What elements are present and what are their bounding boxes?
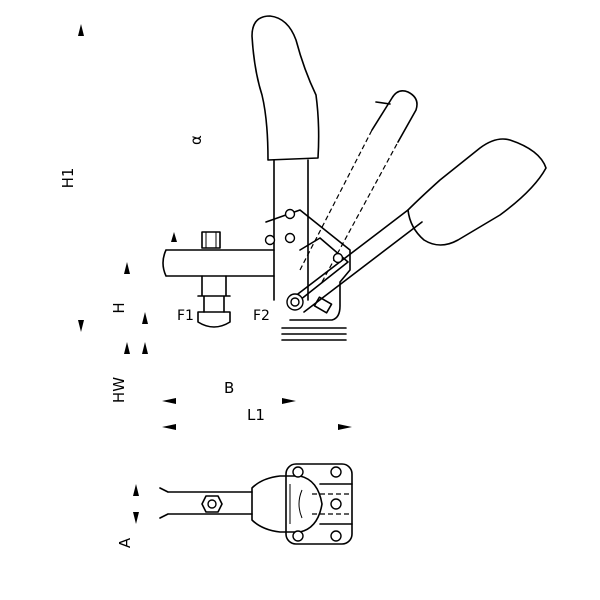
spindle-pad xyxy=(197,311,231,328)
body-link xyxy=(299,237,349,301)
body-tab xyxy=(313,296,333,314)
label-f2: F2 xyxy=(253,308,270,324)
top-mount-hole-1 xyxy=(292,466,304,478)
arm-nut xyxy=(201,231,221,249)
marker-arm-top xyxy=(171,232,177,242)
top-view xyxy=(159,463,353,545)
clamp-body xyxy=(265,209,351,321)
top-body xyxy=(251,475,323,533)
spindle xyxy=(197,275,231,313)
pivot-hole-4 xyxy=(264,234,276,246)
label-b: B xyxy=(224,379,234,397)
dimension-arrows xyxy=(78,24,352,524)
top-hex-nut xyxy=(201,495,223,513)
top-base-plate xyxy=(285,463,353,545)
clamp-arm xyxy=(162,249,275,277)
handle-grip-vertical[interactable] xyxy=(251,15,320,161)
label-hw: HW xyxy=(110,377,128,403)
top-mount-hole-4 xyxy=(330,530,342,542)
base-plate xyxy=(281,327,347,341)
handle-grip-angled[interactable] xyxy=(407,138,547,246)
label-l1: L1 xyxy=(247,406,265,424)
label-h1: H1 xyxy=(59,168,77,189)
pivot-hole-3 xyxy=(332,252,344,264)
dimension-labels: H1 α H HW F1 F2 B L1 A xyxy=(59,135,270,548)
top-mount-hole-2 xyxy=(330,466,342,478)
top-mount-hole-5 xyxy=(330,498,342,510)
label-h: H xyxy=(110,302,128,313)
label-a: A xyxy=(116,537,134,548)
top-mount-hole-3 xyxy=(292,530,304,542)
pivot-hole-main-inner xyxy=(290,297,300,307)
label-alpha: α xyxy=(187,135,205,145)
top-arm xyxy=(159,487,253,519)
pivot-hole-1 xyxy=(284,208,296,220)
side-view xyxy=(162,15,547,341)
label-f1: F1 xyxy=(177,308,194,324)
lever-bar-vertical xyxy=(273,159,309,301)
pivot-hole-2 xyxy=(284,232,296,244)
lever-angled-open xyxy=(289,138,547,313)
top-hex-hole xyxy=(207,499,217,509)
